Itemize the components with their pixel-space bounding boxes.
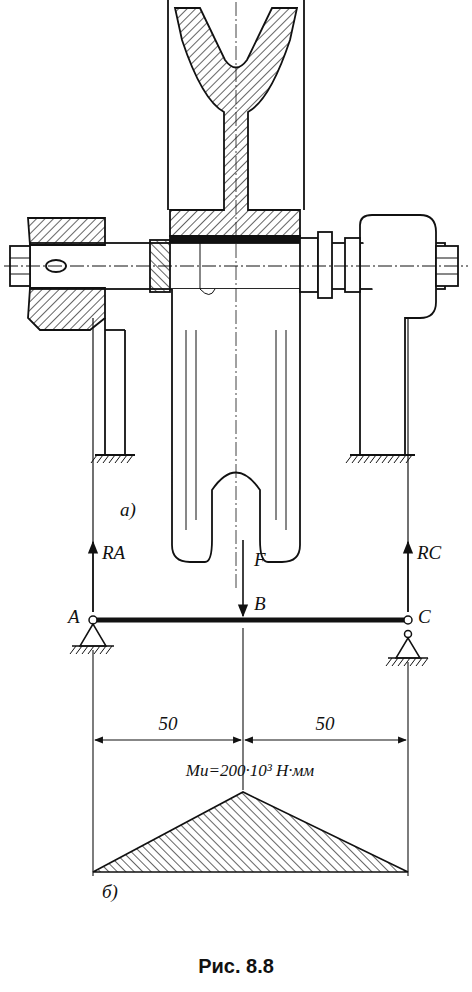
support-hatch [82,646,88,654]
ground-hatch [394,455,400,463]
support-hatch [94,646,100,654]
reaction-label: RC [415,543,443,564]
support-hatch [386,658,392,666]
figure-caption: Рис. 8.8 [198,955,274,978]
ground-hatch [370,455,376,463]
support-hatch [416,658,422,666]
ground-hatch [121,455,127,463]
ground-hatch [103,455,109,463]
ground-hatch [400,455,406,463]
dimension-label: 50 [157,714,180,735]
ground-hatch [97,455,103,463]
dimension-label: 50 [314,714,337,735]
support-hatch [100,646,106,654]
support-hatch [392,658,398,666]
ground-hatch [352,455,358,463]
support-hatch [422,658,428,666]
support-hatch [70,646,76,654]
reaction-label: RA [100,543,127,564]
support-hatch [398,658,404,666]
force-label: F [252,550,268,571]
view-label: б) [100,882,120,903]
ground-hatch [127,455,133,463]
ground-hatch [364,455,370,463]
support-hatch [106,646,112,654]
ground-hatch [91,455,97,463]
ground-hatch [388,455,394,463]
moment-label: Mи=200·10³ Н·мм [184,762,316,781]
ground-hatch [346,455,352,463]
view-label: а) [118,500,138,521]
ground-hatch [406,455,412,463]
ground-hatch [109,455,115,463]
support-hatch [76,646,82,654]
point-label: B [252,594,268,615]
point-label: A [66,607,82,628]
support-hatch [410,658,416,666]
support-hatch [404,658,410,666]
ground-hatch [382,455,388,463]
ground-hatch [376,455,382,463]
ground-hatch [115,455,121,463]
point-label: C [416,607,433,628]
ground-hatch [358,455,364,463]
